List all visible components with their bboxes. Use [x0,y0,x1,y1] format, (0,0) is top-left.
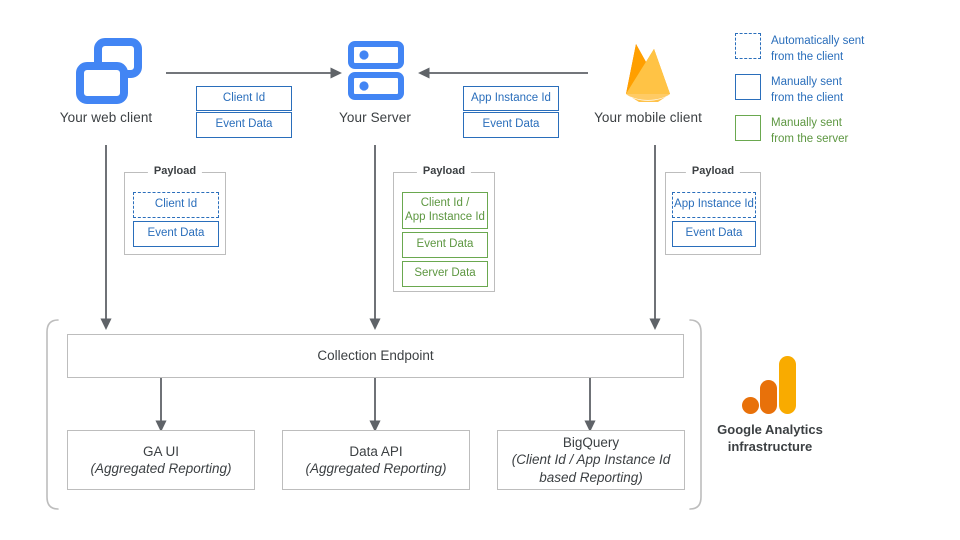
label-server: Your Server [339,110,411,125]
output-title-ga-ui: GA UI [142,443,179,459]
legend-label-manual-client: Manually sent from the client [771,76,844,104]
payload-mobile-item-app-instance-id: App Instance Id [672,192,756,218]
firebase-icon [613,36,683,110]
output-box-bigquery: BigQuery (Client Id / App Instance Id ba… [497,430,685,490]
label-mobile-client: Your mobile client [594,110,702,125]
output-title-data-api: Data API [349,443,403,459]
payload-web-item-client-id: Client Id [133,192,219,218]
collection-endpoint-label: Collection Endpoint [317,348,434,364]
payload-web-item-event-data: Event Data [133,221,219,247]
server-icon [348,41,404,101]
collection-endpoint-box: Collection Endpoint [67,334,684,378]
payload-mobile-item-event-data: Event Data [672,221,756,247]
output-title-bigquery: BigQuery [562,435,620,451]
payload-server-item-server-data: Server Data [402,261,488,287]
label-web-client: Your web client [59,110,153,125]
legend-swatch-solid-blue [735,74,761,100]
bracket-right [689,319,702,510]
payload-server-item-event-data: Event Data [402,232,488,258]
output-subtitle-ga-ui: (Aggregated Reporting) [90,461,232,476]
payload-mobile: Payload App Instance Id Event Data [665,165,761,255]
legend-item-auto-client: Automatically sent from the client [735,33,864,65]
windows-icon [72,36,144,108]
legend-item-manual-server: Manually sent from the server [735,115,848,147]
payload-web: Payload Client Id Event Data [124,165,226,255]
chip-web-event-data: Event Data [196,112,292,138]
legend-item-manual-client: Manually sent from the client [735,74,843,106]
payload-server-title: Payload [416,165,472,177]
output-box-ga-ui: GA UI (Aggregated Reporting) [67,430,255,490]
google-analytics-logo [742,356,798,416]
chip-mobile-app-instance-id: App Instance Id [463,86,559,111]
payload-server-item-ids: Client Id / App Instance Id [402,192,488,229]
output-box-data-api: Data API (Aggregated Reporting) [282,430,470,490]
bracket-left [46,319,59,510]
legend-swatch-dashed-blue [735,33,761,59]
legend-label-auto-client: Automatically sent from the client [771,35,865,63]
output-subtitle-bigquery: (Client Id / App Instance Id based Repor… [511,452,671,485]
payload-server: Payload Client Id / App Instance Id Even… [393,165,495,292]
legend-label-manual-server: Manually sent from the server [771,117,849,145]
payload-mobile-title: Payload [685,165,741,177]
chip-web-client-id: Client Id [196,86,292,111]
payload-web-title: Payload [147,165,203,177]
ga-infrastructure-caption: Google Analytics infrastructure [717,422,823,454]
chip-mobile-event-data: Event Data [463,112,559,138]
legend-swatch-solid-green [735,115,761,141]
output-subtitle-data-api: (Aggregated Reporting) [305,461,447,476]
